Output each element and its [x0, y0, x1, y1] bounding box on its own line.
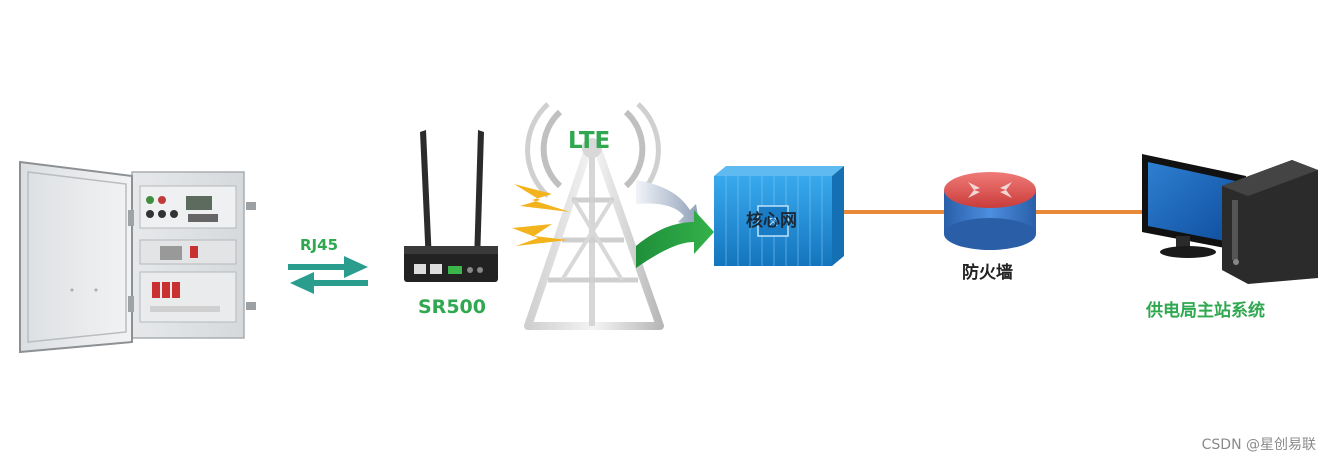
svg-text:⤧: ⤧ — [768, 215, 778, 229]
computer-icon — [1142, 154, 1318, 284]
firewall-router-icon — [944, 172, 1036, 250]
electrical-cabinet-icon — [19, 160, 256, 354]
lte-tower-icon — [524, 102, 664, 330]
watermark: CSDN @星创易联 — [1201, 437, 1316, 453]
router-label: SR500 — [418, 296, 486, 318]
bidirectional-arrows-icon — [288, 256, 368, 294]
core-network-icon: ⤧ — [714, 166, 844, 266]
lightning-icon — [512, 184, 570, 246]
lte-label: LTE — [568, 128, 611, 154]
signal-arrow-icon — [636, 180, 714, 268]
rj45-label: RJ45 — [300, 236, 339, 254]
router-icon — [404, 130, 498, 282]
firewall-label: 防火墙 — [962, 263, 1013, 283]
core-network-label: 核心网 — [746, 211, 797, 231]
master-station-label: 供电局主站系统 — [1146, 301, 1265, 321]
